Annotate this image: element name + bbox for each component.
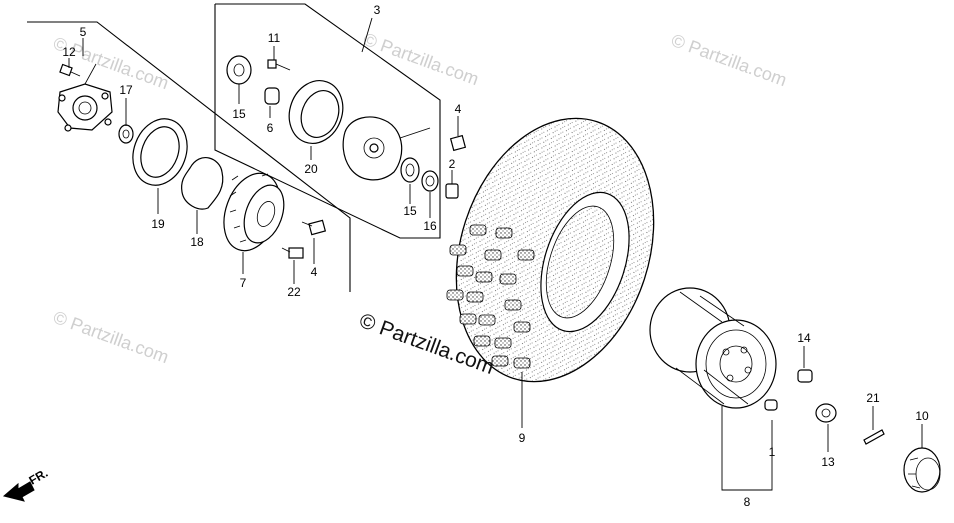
callout-4-upper: 4 xyxy=(455,102,462,116)
callout-16: 16 xyxy=(423,219,437,233)
callout-15-upper: 15 xyxy=(232,107,246,121)
hub-flange-5 xyxy=(57,63,113,132)
callout-3: 3 xyxy=(374,3,381,17)
seal-ring-19 xyxy=(132,118,188,186)
hub-assembly-bracket xyxy=(27,21,351,292)
leader-lines xyxy=(68,38,923,491)
callout-5: 5 xyxy=(80,25,87,39)
tire-tread-lugs xyxy=(446,224,535,369)
gasket-18 xyxy=(181,157,224,210)
cotter-pin-21 xyxy=(863,429,885,445)
callout-9: 9 xyxy=(519,431,526,445)
bearing-17 xyxy=(118,124,134,144)
front-direction-indicator: FR. xyxy=(2,466,50,502)
tire-9 xyxy=(446,117,655,383)
callout-10: 10 xyxy=(915,409,929,423)
bearing-15-upper xyxy=(226,55,252,85)
collar-6 xyxy=(264,87,280,105)
valve-1 xyxy=(764,399,778,411)
brake-drum-7 xyxy=(223,172,285,252)
callout-13: 13 xyxy=(821,455,835,469)
callout-1: 1 xyxy=(769,445,776,459)
hub-nut-13 xyxy=(815,403,837,423)
callout-11: 11 xyxy=(268,31,281,45)
bolt-12 xyxy=(59,63,81,77)
callout-7: 7 xyxy=(240,276,247,290)
watermark-top-right: © Partzilla.com xyxy=(669,30,790,90)
front-arrow-icon xyxy=(2,481,35,502)
callout-20: 20 xyxy=(304,162,318,176)
nut-14 xyxy=(797,369,813,383)
brake-assembly-bracket xyxy=(214,3,441,239)
callout-17: 17 xyxy=(119,83,133,97)
bearing-15-lower xyxy=(400,157,420,183)
assembly-frame-lines xyxy=(27,3,441,292)
nut-4-lower xyxy=(301,219,327,236)
bolt-22 xyxy=(281,247,304,259)
lead-3 xyxy=(361,17,373,53)
hub-cap-10 xyxy=(903,447,941,493)
bolt-11 xyxy=(267,59,291,71)
callout-2: 2 xyxy=(449,157,456,171)
seal-20 xyxy=(288,80,344,144)
washer-2 xyxy=(445,183,459,199)
wheel-rim-8 xyxy=(649,287,777,409)
callout-12: 12 xyxy=(62,45,76,59)
callout-21: 21 xyxy=(866,391,880,405)
callout-22: 22 xyxy=(287,285,301,299)
watermark-top-center: © Partzilla.com xyxy=(361,29,482,89)
callout-14: 14 xyxy=(797,331,811,345)
callout-4-lower: 4 xyxy=(311,265,318,279)
seal-16 xyxy=(421,170,439,192)
brake-panel xyxy=(342,116,431,181)
callout-15-lower: 15 xyxy=(403,204,417,218)
callout-8: 8 xyxy=(744,495,751,509)
nut-4-upper xyxy=(449,134,467,152)
watermark-bottom-left: © Partzilla.com xyxy=(51,307,172,367)
callouts: 1 2 3 4 4 5 6 7 8 9 10 11 12 13 14 15 15… xyxy=(62,3,929,509)
callout-19: 19 xyxy=(151,217,165,231)
callout-6: 6 xyxy=(267,121,274,135)
callout-18: 18 xyxy=(190,235,204,249)
